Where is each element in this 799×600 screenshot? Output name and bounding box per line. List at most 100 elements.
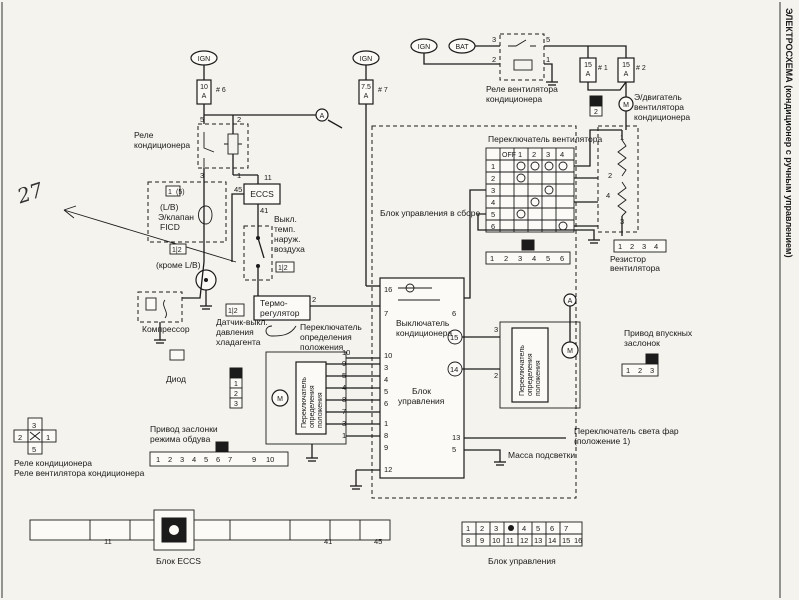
- svg-text:10: 10: [492, 536, 500, 545]
- svg-text:2: 2: [504, 254, 508, 263]
- except-lb-label: (кроме L/B): [156, 260, 201, 270]
- svg-text:2: 2: [18, 433, 22, 442]
- fan-resistor: [597, 125, 639, 233]
- diode-label: Диод: [166, 374, 186, 384]
- mode-connector: 1 2 3 4 5 6 7 9 10: [149, 451, 289, 467]
- svg-text:IGN: IGN: [360, 56, 372, 63]
- note-arrow-head: [63, 205, 77, 219]
- svg-text:4: 4: [560, 150, 564, 159]
- svg-text:5: 5: [546, 254, 550, 263]
- svg-text:7: 7: [228, 455, 232, 464]
- svg-text:41: 41: [324, 537, 332, 546]
- svg-text:4: 4: [606, 191, 610, 200]
- diagram-title: ЭЛЕКТРОСХЕМА (кондиционер с ручным управ…: [784, 8, 794, 258]
- fuse-10a-number: # 6: [216, 87, 226, 94]
- ign-label-1: IGN: [198, 56, 210, 63]
- svg-text:2: 2: [638, 366, 642, 375]
- svg-text:1: 1: [342, 431, 346, 440]
- svg-text:16: 16: [384, 285, 392, 294]
- svg-text:2: 2: [168, 455, 172, 464]
- svg-text:5: 5: [491, 210, 495, 219]
- svg-text:11: 11: [104, 537, 112, 546]
- svg-text:11: 11: [506, 536, 514, 545]
- svg-text:1: 1: [594, 99, 598, 106]
- svg-text:1: 1: [626, 366, 630, 375]
- svg-text:2: 2: [492, 55, 496, 64]
- svg-text:OFF: OFF: [502, 152, 516, 159]
- svg-text:3: 3: [494, 325, 498, 334]
- control-block-assembly: [371, 125, 577, 499]
- eccs-connector: 11 41 45: [29, 509, 391, 551]
- eccs-connector-label: Блок ECCS: [156, 556, 201, 566]
- mode-actuator-frame: [265, 351, 347, 445]
- svg-text:1: 1: [546, 55, 550, 64]
- svg-text:5: 5: [536, 524, 540, 533]
- ficd-valve: [147, 181, 227, 243]
- svg-text:5: 5: [204, 455, 208, 464]
- compressor: [137, 291, 183, 323]
- mode-position-inner: [295, 361, 327, 435]
- control-unit-left-pins: 16 7 10 3 4 5 6 1 8 9 12: [384, 285, 392, 474]
- svg-text:7: 7: [384, 309, 388, 318]
- svg-text:5: 5: [384, 387, 388, 396]
- svg-text:2: 2: [594, 109, 598, 116]
- svg-text:9: 9: [342, 359, 346, 368]
- fan-resistor-connector: 1 2 3 4: [613, 239, 667, 253]
- svg-text:1|2: 1|2: [228, 308, 238, 315]
- svg-text:M: M: [623, 102, 629, 109]
- svg-text:3: 3: [650, 366, 654, 375]
- svg-text:3: 3: [342, 419, 346, 428]
- svg-text:1: 1: [518, 150, 522, 159]
- svg-text:1: 1: [156, 455, 160, 464]
- svg-text:6: 6: [384, 399, 388, 408]
- ac-relay: [197, 123, 249, 169]
- svg-text:(5): (5): [176, 189, 185, 196]
- svg-text:12: 12: [384, 465, 392, 474]
- svg-text:3: 3: [642, 242, 646, 251]
- handwritten-note: 27: [13, 177, 46, 208]
- svg-text:4: 4: [522, 524, 526, 533]
- svg-text:12: 12: [520, 536, 528, 545]
- svg-text:1: 1: [491, 162, 495, 171]
- control-block-connector: 1 2 3 4 5 6: [485, 251, 571, 265]
- ambient-switch-label: Выкл.темп.наруж.воздуха: [274, 214, 305, 254]
- svg-text:45: 45: [374, 537, 382, 546]
- svg-text:M: M: [277, 396, 283, 403]
- svg-text:1: 1: [466, 524, 470, 533]
- svg-text:M: M: [567, 348, 573, 355]
- svg-text:6: 6: [491, 222, 495, 231]
- svg-text:3: 3: [384, 363, 388, 372]
- svg-text:6: 6: [550, 524, 554, 533]
- headlamp-switch-label: Переключатель света фар(положение 1): [574, 426, 679, 446]
- svg-text:6: 6: [216, 455, 220, 464]
- svg-text:3: 3: [32, 421, 36, 430]
- ammeter-a1: [315, 108, 329, 122]
- svg-text:1: 1: [490, 254, 494, 263]
- svg-text:A: A: [568, 298, 573, 305]
- mode-motor: [271, 389, 289, 407]
- svg-text:# 7: # 7: [378, 87, 388, 94]
- svg-text:Переключательопределенияположе: Переключательопределенияположения: [519, 345, 542, 396]
- svg-text:3: 3: [180, 455, 184, 464]
- svg-text:3: 3: [200, 171, 204, 180]
- svg-text:4: 4: [342, 383, 346, 392]
- fan-relay: [499, 33, 545, 81]
- svg-text:1: 1: [384, 419, 388, 428]
- svg-text:7.5A: 7.5A: [361, 84, 371, 100]
- illum-ground-label: Масса подсветки: [508, 450, 575, 460]
- svg-text:41: 41: [260, 206, 268, 215]
- svg-text:4: 4: [192, 455, 196, 464]
- svg-text:5: 5: [452, 445, 456, 454]
- svg-text:15: 15: [562, 536, 570, 545]
- svg-text:3: 3: [546, 150, 550, 159]
- svg-text:4: 4: [491, 198, 495, 207]
